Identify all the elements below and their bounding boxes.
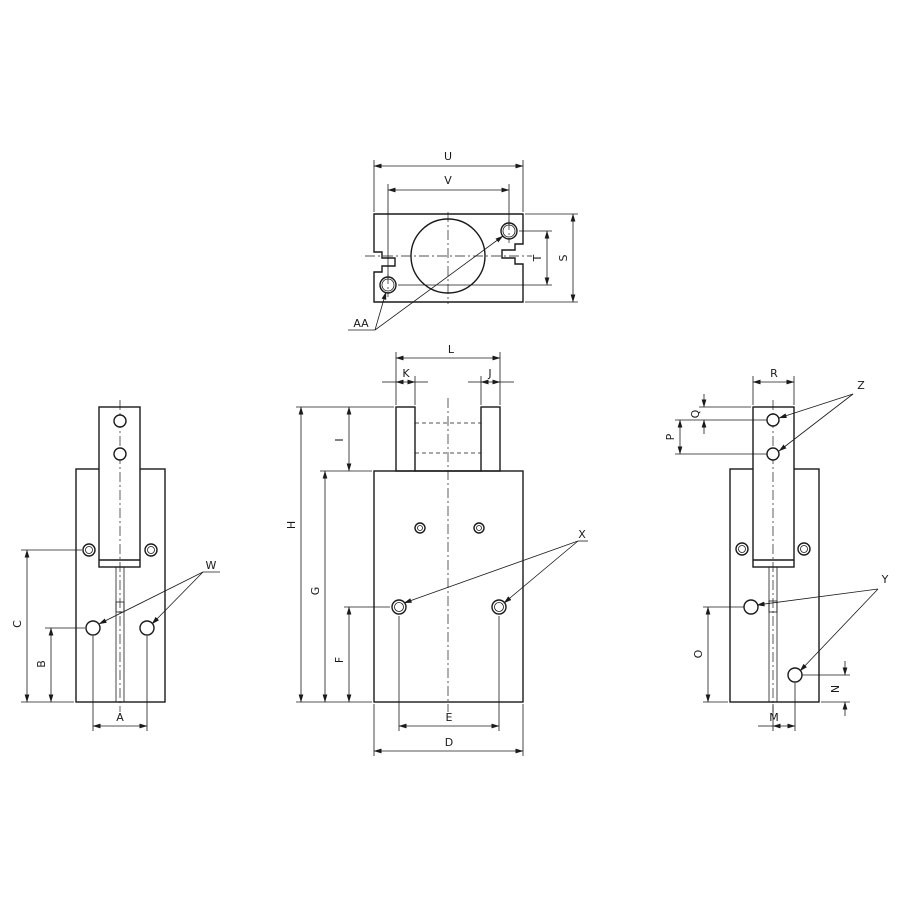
left-view-jaw-hole-1 (113, 414, 127, 428)
right-view-jaw-hole-1 (766, 413, 780, 427)
top-view-body-outline (373, 213, 524, 303)
label-z: Z (857, 379, 865, 392)
right-view-side-screw-left-inner (738, 545, 746, 553)
dim-q-label: Q (689, 409, 702, 418)
left-view-jaw-hole-2 (113, 447, 127, 461)
leader-y-2 (799, 588, 879, 672)
left-view-side-screw-right (144, 543, 158, 557)
label-y: Y (881, 573, 889, 586)
front-view-small-hole-left (414, 522, 426, 534)
dim-t-label: T (531, 254, 544, 262)
left-view-side-screw-right-inner (147, 546, 155, 554)
dim-c-label: C (11, 620, 24, 628)
dim-r-label: R (770, 367, 778, 380)
left-side-view: C B A W (11, 400, 220, 731)
front-view-port-right (491, 599, 507, 615)
dim-h-label: H (285, 521, 298, 529)
front-view-jaw-left (395, 406, 416, 472)
left-view-side-screw-left-inner (85, 546, 93, 554)
right-view-side-screw-left (735, 542, 749, 556)
dim-g-label: G (309, 587, 322, 596)
leader-y-1 (756, 588, 879, 607)
dim-b-label: B (35, 660, 48, 668)
front-view-port-left-inner (394, 602, 404, 612)
front-view-port-left (391, 599, 407, 615)
leader-z-2 (778, 393, 854, 452)
front-view: L K J H I G F E (285, 343, 588, 756)
label-w: W (206, 559, 217, 572)
right-side-view: R Q P O N M Z Y (664, 367, 889, 731)
right-view-jaw (752, 406, 795, 568)
dim-k-label: K (402, 367, 410, 380)
leader-w-1 (98, 571, 204, 625)
dim-v-label: V (444, 174, 452, 187)
front-view-jaw-right (480, 406, 501, 472)
front-view-port-right-inner (494, 602, 504, 612)
dim-a-label: A (116, 711, 124, 724)
dim-n-label: N (829, 685, 842, 693)
dim-u-label: U (444, 150, 452, 163)
label-x: X (578, 528, 586, 541)
right-view-port-upper (743, 599, 759, 615)
leader-aa-1 (374, 235, 504, 331)
right-view-side-screw-right-inner (800, 545, 808, 553)
front-view-small-hole-right-inner (476, 525, 482, 531)
dim-s-label: S (557, 254, 570, 261)
dim-j-label: J (487, 367, 491, 380)
dim-p-label: P (664, 433, 677, 440)
dim-i-label: I (333, 438, 346, 441)
front-view-small-hole-right (473, 522, 485, 534)
label-aa: AA (353, 317, 369, 330)
leader-w-2 (151, 571, 204, 625)
leader-aa-2 (374, 291, 387, 331)
dim-e-label: E (446, 711, 453, 724)
dim-l-label: L (448, 343, 455, 356)
top-view: U V S T AA (348, 150, 578, 331)
left-view-jaw (98, 406, 141, 568)
leader-x-2 (503, 540, 579, 604)
left-view-port-right (139, 620, 155, 636)
left-view-port-left (85, 620, 101, 636)
leader-x-1 (403, 540, 579, 604)
front-view-small-hole-left-inner (417, 525, 423, 531)
dim-d-label: D (445, 736, 453, 749)
leader-z-1 (778, 393, 854, 419)
right-view-side-screw-right (797, 542, 811, 556)
right-view-port-lower (787, 667, 803, 683)
left-view-side-screw-left (82, 543, 96, 557)
right-view-jaw-hole-2 (766, 447, 780, 461)
dim-f-label: F (333, 657, 346, 663)
dim-o-label: O (692, 649, 705, 658)
dim-m-label: M (769, 711, 779, 724)
front-view-body (373, 470, 524, 703)
